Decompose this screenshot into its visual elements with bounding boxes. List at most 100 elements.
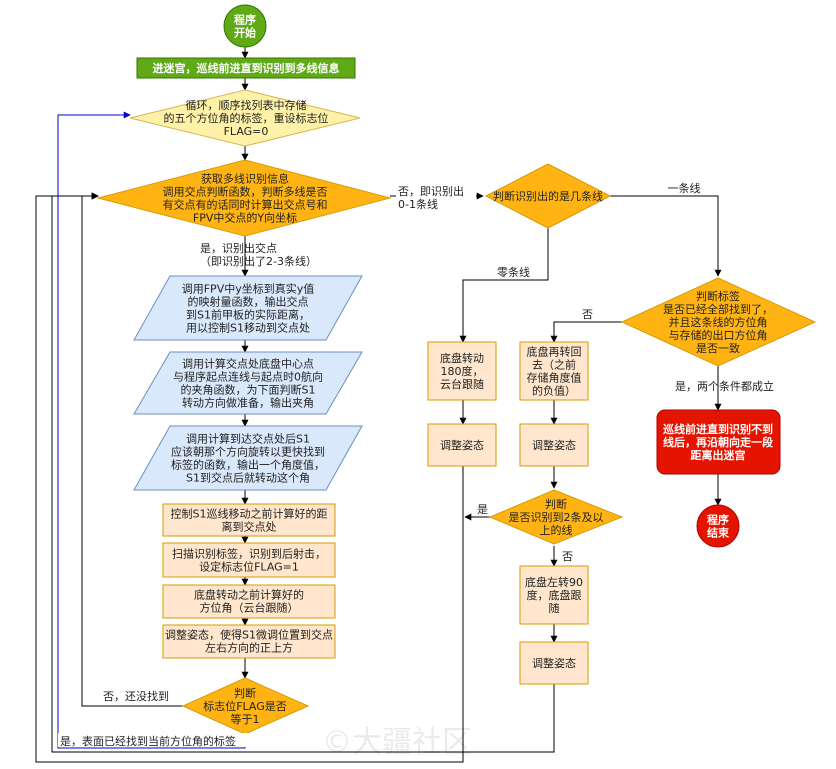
label-no-tags: 否 bbox=[582, 308, 593, 321]
text-line: 判断标签 bbox=[696, 289, 740, 303]
text-line: 调用FPV中y坐标到真实y值 bbox=[182, 282, 315, 296]
end-node: 程序结束 bbox=[696, 504, 740, 548]
text-line: 度，底盘跟 bbox=[527, 588, 582, 602]
text-line: 去（之前 bbox=[532, 358, 576, 372]
node-label: 判断标签是否已经全部找到了，并且这条线的方位角与存储的出口方位角是否一致 bbox=[663, 289, 773, 355]
text-line: 否，还没找到 bbox=[103, 689, 169, 703]
text-line: 离到交点处 bbox=[222, 520, 277, 534]
text-line: 距离出迷宫 bbox=[691, 448, 746, 462]
node-label: 进迷宫，巡线前进直到识别到多线信息 bbox=[153, 61, 340, 75]
text-line: 有交点有的话同时计算出交点号和 bbox=[163, 198, 328, 212]
text-line: FLAG=0 bbox=[224, 125, 269, 138]
edges bbox=[35, 47, 722, 763]
text-line: 随 bbox=[549, 601, 560, 615]
label-yes-both: 是，两个条件都成立 bbox=[675, 379, 774, 393]
text-line: 底盘转动之前计算好的 bbox=[194, 588, 304, 602]
text-line: 否，即识别出 bbox=[398, 184, 464, 198]
adjust3-node: 调整姿态 bbox=[519, 641, 589, 685]
text-line: 上的线 bbox=[540, 523, 573, 537]
node-label: 判断是否识别到2条及以上的线 bbox=[509, 497, 604, 537]
text-line: 一条线 bbox=[668, 181, 701, 195]
text-line: 是，识别出交点 bbox=[200, 241, 277, 255]
start-node: 程序开始 bbox=[223, 4, 267, 48]
edge-adjust3-down bbox=[51, 192, 555, 753]
text-line: 调整姿态 bbox=[532, 656, 576, 670]
node-label: 调整姿态 bbox=[440, 438, 484, 452]
text-line: 的夹角函数，为下面判断S1 bbox=[181, 383, 316, 397]
text-line: 调用计算交点处底盘中心点 bbox=[182, 357, 314, 371]
text-line: FPV中交点的Y向坐标 bbox=[193, 211, 297, 225]
text-line: （即识别出了2-3条线） bbox=[200, 254, 317, 268]
nodes: 程序开始 进迷宫，巡线前进直到识别到多线信息 循环，顺序找列表中存储的五个方位角… bbox=[96, 4, 817, 735]
text-line: 零条线 bbox=[497, 265, 530, 279]
text-line: 获取多线识别信息 bbox=[201, 172, 289, 186]
text-line: 并且这条线的方位角 bbox=[669, 315, 768, 329]
label-yes-found: 是，表面已经找到当前方位角的标签 bbox=[60, 734, 236, 748]
text-line: 应该朝那个方向旋转以更快找到 bbox=[171, 445, 325, 459]
text-line: 调用计算到达交点处后S1 bbox=[186, 432, 310, 446]
text-line: 180度， bbox=[441, 364, 484, 378]
text-line: 否 bbox=[562, 550, 573, 563]
enter-maze-node: 进迷宫，巡线前进直到识别到多线信息 bbox=[136, 57, 356, 79]
text-line: 存储角度值 bbox=[527, 371, 582, 385]
text-line: 循环，顺序找列表中存储 bbox=[186, 98, 307, 112]
judge-flag-decision: 判断标志位FLAG是否等于1 bbox=[181, 677, 310, 735]
label-no-notfound: 否，还没找到 bbox=[103, 689, 169, 703]
text-line: 调用交点判断函数，判断多线是否 bbox=[163, 185, 328, 199]
text-line: 开始 bbox=[234, 26, 256, 40]
move-to-cross-node: 控制S1巡线移动之前计算好的距离到交点处 bbox=[162, 503, 336, 537]
adjust2-node: 调整姿态 bbox=[519, 423, 589, 467]
text-line: 是 bbox=[477, 503, 488, 516]
text-line: 线后，再沿朝向走一段 bbox=[663, 435, 773, 449]
text-line: 程序 bbox=[234, 13, 256, 27]
text-line: 控制S1巡线移动之前计算好的距 bbox=[171, 507, 328, 521]
text-line: 调整姿态，使得S1微调位置到交点 bbox=[165, 628, 333, 642]
text-line: 云台跟随 bbox=[440, 377, 484, 391]
text-line: 是否一致 bbox=[696, 341, 740, 355]
text-line: 的负值） bbox=[532, 384, 576, 398]
text-line: 用以控制S1移动到交点处 bbox=[186, 321, 310, 335]
label-zero-line: 零条线 bbox=[497, 265, 530, 279]
text-line: 扫描识别标签，识别到后射击， bbox=[172, 547, 326, 561]
text-line: 巡线前进直到识别不到 bbox=[663, 422, 773, 436]
rotate-chassis-node: 底盘转动之前计算好的方位角（云台跟随） bbox=[162, 584, 336, 619]
node-label: 判断识别出的是几条线 bbox=[493, 189, 603, 203]
text-line: 的映射量函数，输出交点 bbox=[188, 295, 309, 309]
text-line: 是，两个条件都成立 bbox=[675, 379, 774, 393]
node-label: 调整姿态 bbox=[532, 438, 576, 452]
edge-tags-to-turnback bbox=[550, 321, 622, 343]
node-label: 程序结束 bbox=[706, 513, 730, 540]
text-line: 等于1 bbox=[231, 712, 260, 726]
text-line: 左右方向的正上方 bbox=[205, 641, 293, 655]
text-line: 进迷宫，巡线前进直到识别到多线信息 bbox=[153, 61, 340, 75]
watermark: ©大疆社区 bbox=[322, 725, 472, 760]
text-line: 与程序起点连线与起点时0航向 bbox=[173, 370, 323, 384]
edge-judge-lines-to-turn180 bbox=[459, 228, 549, 343]
text-line: 0-1条线 bbox=[398, 197, 438, 211]
node-label: 调用FPV中y坐标到真实y值的映射量函数，输出交点到S1前甲板的实际距离，用以控… bbox=[182, 282, 315, 335]
text-line: 判断 bbox=[234, 686, 256, 700]
text-line: 底盘转动 bbox=[440, 351, 484, 365]
label-yes-cross: 是，识别出交点（即识别出了2-3条线） bbox=[200, 241, 317, 268]
text-line: 是否识别到2条及以 bbox=[509, 510, 604, 524]
text-line: 标签的函数，输出一个角度值， bbox=[171, 458, 325, 472]
text-line: 底盘再转回 bbox=[527, 345, 582, 359]
node-label: 扫描识别标签，识别到后射击，设定标志位FLAG=1 bbox=[172, 547, 326, 574]
label-one-line: 一条线 bbox=[668, 181, 701, 195]
node-label: 控制S1巡线移动之前计算好的距离到交点处 bbox=[171, 507, 328, 534]
text-line: S1到交点后就转动这个角 bbox=[186, 471, 310, 485]
edge-judge-lines-to-tags bbox=[610, 195, 722, 277]
node-label: 巡线前进直到识别不到线后，再沿朝向走一段距离出迷宫 bbox=[663, 422, 773, 462]
text-line: 设定标志位FLAG=1 bbox=[199, 560, 299, 574]
